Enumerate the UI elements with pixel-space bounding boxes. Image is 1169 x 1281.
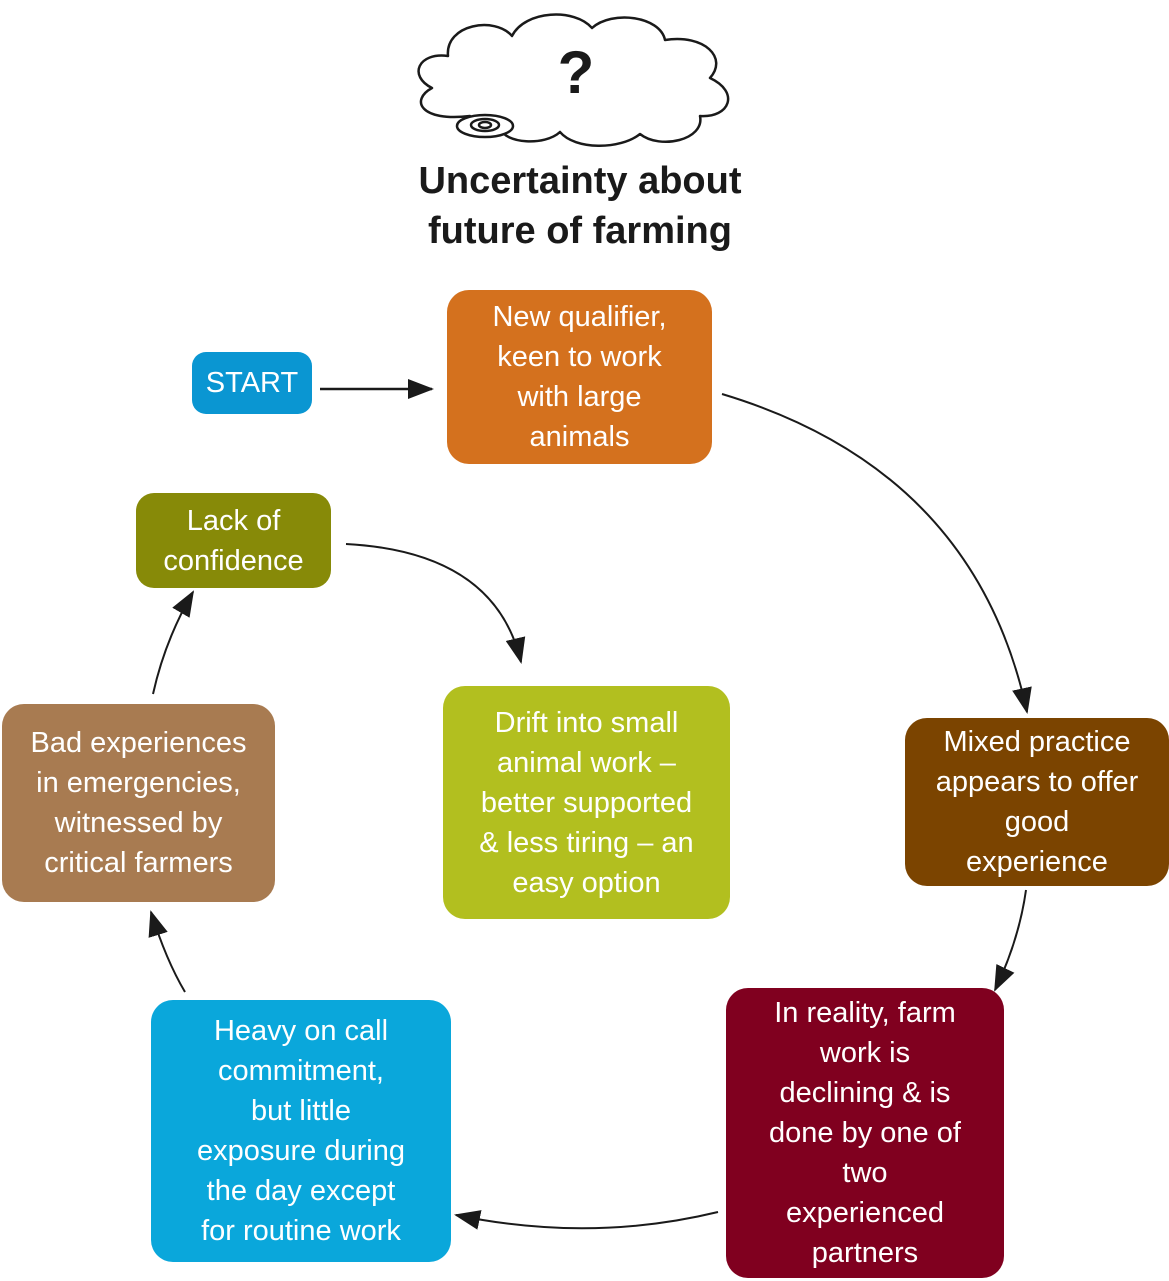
node-line: in emergencies, — [36, 767, 241, 799]
diagram-title: Uncertainty about future of farming — [330, 156, 830, 256]
start-node: START — [192, 352, 312, 414]
node-line: Lack of — [186, 504, 281, 537]
node-line: work is — [819, 1037, 911, 1069]
arrow-mixed-to-reality — [994, 889, 1027, 992]
node-line: the day except — [206, 1175, 396, 1207]
node-line: Drift into small — [494, 706, 679, 739]
node-bad-experiences: Bad experiences in emergencies, witnesse… — [2, 704, 275, 902]
node-heavy-on-call: Heavy on call commitment, but little exp… — [151, 1000, 451, 1262]
node-line: & less tiring – an — [479, 826, 694, 859]
node-line: experienced — [785, 1197, 944, 1229]
node-drift: Drift into small animal work – better su… — [443, 686, 730, 919]
question-mark-icon: ? — [557, 39, 595, 106]
node-mixed-practice: Mixed practice appears to offer good exp… — [905, 718, 1169, 886]
node-line: Bad experiences — [30, 727, 247, 759]
arrow-qualifier-to-mixed — [721, 393, 1032, 714]
arrow-bad-to-confidence — [152, 590, 195, 695]
node-line: done by one of — [769, 1117, 961, 1149]
arrow-reality-to-oncall — [454, 1210, 719, 1230]
node-line: but little — [251, 1095, 351, 1127]
node-line: New qualifier, — [492, 301, 667, 333]
node-line: partners — [811, 1237, 919, 1269]
node-line: easy option — [512, 866, 661, 899]
node-line: critical farmers — [44, 847, 233, 879]
node-line: exposure during — [197, 1135, 405, 1167]
node-line: In reality, farm — [774, 997, 956, 1029]
thought-cloud-icon — [417, 13, 730, 147]
node-line: for routine work — [201, 1215, 401, 1247]
node-line: confidence — [163, 544, 304, 577]
node-line: animal work – — [497, 746, 676, 779]
node-line: witnessed by — [54, 807, 223, 839]
node-line: two — [842, 1157, 888, 1189]
node-line: animals — [529, 421, 630, 453]
node-line: Heavy on call — [213, 1015, 389, 1047]
node-line: with large — [517, 381, 642, 413]
node-line: keen to work — [497, 341, 662, 373]
node-line: Mixed practice — [943, 726, 1131, 758]
node-line: commitment, — [218, 1055, 384, 1087]
title-line-1: Uncertainty about — [418, 160, 742, 202]
node-line: better supported — [480, 786, 693, 819]
start-label: START — [205, 367, 299, 399]
node-line: appears to offer — [935, 766, 1139, 798]
node-new-qualifier: New qualifier, keen to work with large a… — [447, 290, 712, 464]
title-line-2: future of farming — [428, 210, 732, 252]
arrow-confidence-to-drift — [345, 543, 526, 664]
node-lack-of-confidence: Lack of confidence — [136, 493, 331, 588]
node-line: experience — [966, 846, 1108, 878]
node-in-reality: In reality, farm work is declining & is … — [726, 988, 1004, 1278]
node-line: good — [1004, 806, 1070, 838]
node-line: declining & is — [779, 1077, 951, 1109]
arrow-oncall-to-bad — [148, 910, 186, 993]
